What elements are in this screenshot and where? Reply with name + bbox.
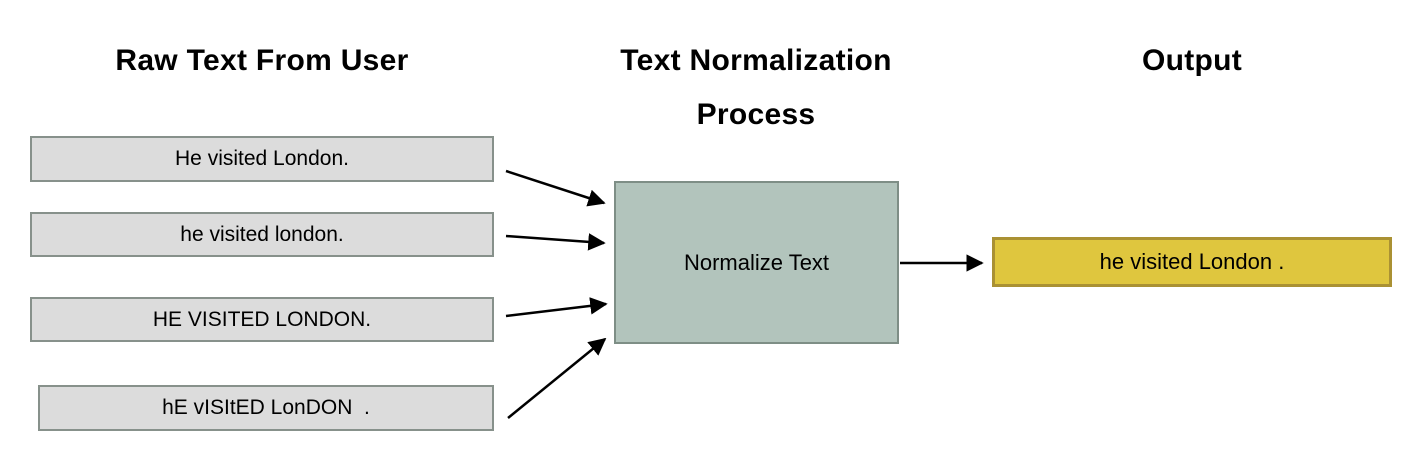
input-box-4: hE vISItED LonDON .	[38, 385, 494, 431]
arrow-input1-to-process	[505, 169, 606, 207]
input-box-1-label: He visited London.	[175, 147, 349, 170]
heading-right-text: Output	[1141, 44, 1243, 77]
input-box-3-label: HE VISITED LONDON.	[152, 307, 372, 331]
heading-middle-line2: Process	[696, 98, 816, 131]
arrow-input4-to-process	[507, 337, 607, 419]
input-box-2-label: he visited london.	[180, 222, 344, 246]
heading-left-text: Raw Text From User	[115, 44, 409, 77]
input-box-4-label: hE vISItED LonDON .	[162, 396, 370, 419]
arrow-input3-to-process	[505, 297, 608, 318]
output-box: he visited London .	[992, 237, 1392, 287]
output-box-label: he visited London .	[1099, 249, 1285, 274]
input-box-3: HE VISITED LONDON.	[30, 297, 494, 342]
process-box: Normalize Text	[614, 181, 899, 344]
heading-raw-text-from-user: Raw Text From User	[30, 46, 494, 76]
input-box-1: He visited London.	[30, 136, 494, 182]
arrow-input2-to-process	[505, 233, 606, 251]
heading-output: Output	[992, 46, 1392, 76]
process-box-label: Normalize Text	[683, 249, 830, 275]
heading-text-normalization-process: Text Normalization Process	[591, 46, 921, 130]
heading-middle-line1: Text Normalization	[620, 44, 892, 77]
input-box-2: he visited london.	[30, 212, 494, 257]
